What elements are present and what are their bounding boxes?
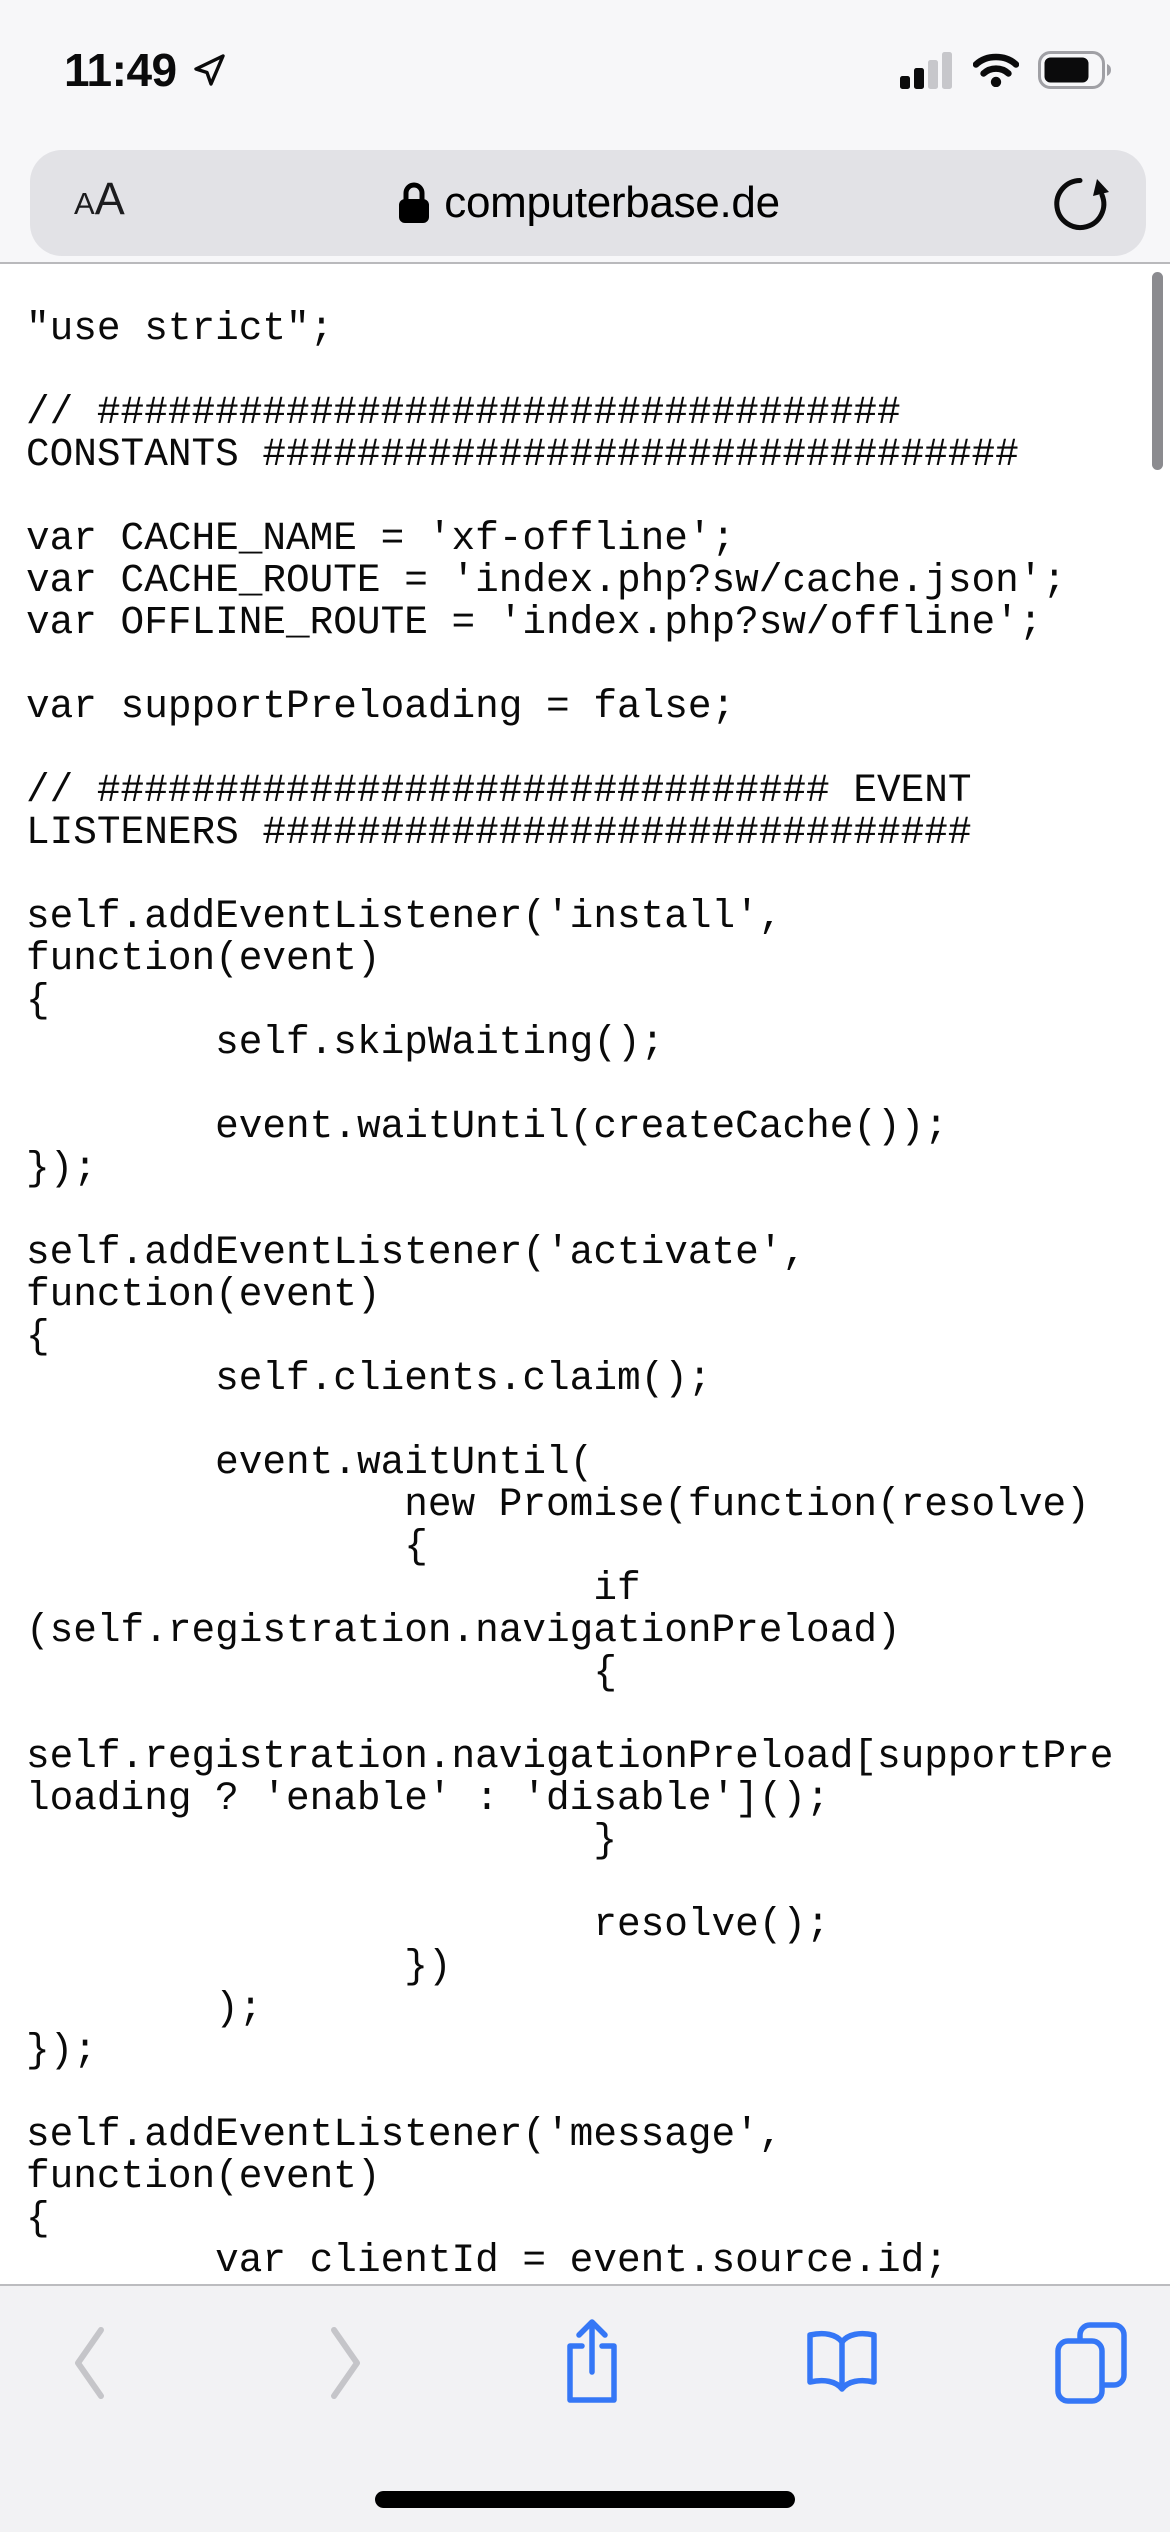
tab-overview-icon [1054,2322,1128,2404]
cellular-signal-icon [900,51,954,89]
battery-icon [1038,51,1114,89]
domain-label: computerbase.de [444,178,780,227]
back-button[interactable] [70,2324,108,2402]
reader-a-large: A [94,173,125,224]
location-arrow-icon [191,52,228,89]
forward-button[interactable] [327,2324,365,2402]
web-content-area: "use strict"; // #######################… [0,266,1170,2284]
reader-a-small: A [74,186,95,221]
browser-header: 11:49 [0,0,1170,264]
home-indicator[interactable] [375,2491,795,2508]
bottom-toolbar [0,2284,1170,2532]
status-icons-group [900,38,1114,102]
reload-icon [1049,172,1111,234]
open-book-icon [803,2330,881,2394]
tabs-button[interactable] [1054,2322,1128,2404]
address-field[interactable]: computerbase.de [30,150,1146,256]
reload-button[interactable] [1040,150,1120,256]
chevron-right-icon [327,2324,365,2402]
bookmarks-button[interactable] [803,2330,881,2394]
chevron-left-icon [70,2324,108,2402]
clock-label: 11:49 [64,44,177,96]
wifi-icon [973,53,1019,87]
share-button[interactable] [560,2316,624,2406]
status-time-group: 11:49 [64,38,228,102]
status-bar: 11:49 [0,38,1170,102]
scrollbar-thumb[interactable] [1152,272,1163,470]
code-text: "use strict"; // #######################… [26,306,1114,2283]
share-icon [560,2316,624,2406]
padlock-icon [396,180,432,226]
